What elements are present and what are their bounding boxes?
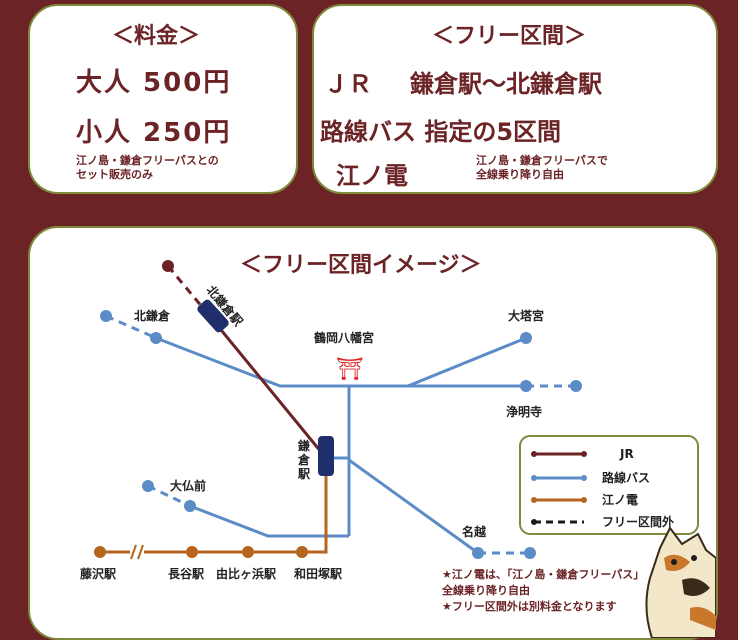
stop-jomyoji-outer — [570, 380, 582, 392]
route-map: ＜フリー区間イメージ＞ — [79, 253, 716, 638]
label-tsurugaoka: 鶴岡八幡宮 — [314, 330, 374, 345]
map-title: ＜フリー区間イメージ＞ — [240, 253, 482, 278]
free-bus: 路線バス 指定の5区間 — [320, 118, 562, 146]
stop-daibutsumae — [184, 500, 196, 512]
label-fujisawa: 藤沢駅 — [79, 566, 117, 581]
label-hase: 長谷駅 — [168, 566, 205, 581]
enoden-stations — [94, 546, 308, 558]
enoden-break — [130, 546, 144, 558]
free-section-panel: ＜フリー区間＞ ＪＲ 鎌倉駅～北鎌倉駅 路線バス 指定の5区間 江ノ電 江ノ島・… — [312, 4, 718, 194]
stop-nagoe-outer — [524, 547, 536, 559]
free-jr-label: ＪＲ — [324, 70, 372, 98]
legend-enoden-dot1 — [531, 497, 537, 503]
outside-line-kitakamakura — [105, 314, 157, 340]
free-enoden: 江ノ電 — [336, 162, 408, 190]
free-jr-range: 鎌倉駅～北鎌倉駅 — [410, 70, 602, 98]
fare-note-line1: 江ノ島・鎌倉フリーパスとの — [76, 154, 219, 167]
bus-stops — [100, 310, 582, 559]
jr-line — [206, 313, 328, 459]
kitakamakura-station-marker — [197, 299, 229, 333]
fare-title: ＜料金＞ — [112, 24, 201, 49]
map-note-line3: ★フリー区間外は別料金となります — [442, 599, 617, 613]
fare-adult: 大人 500円 — [76, 68, 232, 98]
fare-panel: ＜料金＞ 大人 500円 小人 250円 江ノ島・鎌倉フリーパスとの セット販売… — [28, 4, 298, 194]
legend-bus-dot1 — [531, 475, 537, 481]
jr-terminal — [162, 260, 174, 272]
jr-line-outside — [166, 265, 210, 315]
legend-enoden-label: 江ノ電 — [602, 492, 638, 507]
stop-jomyoji — [520, 380, 532, 392]
label-yuigahama: 由比ヶ浜駅 — [216, 566, 277, 581]
fare-note-line2: セット販売のみ — [76, 168, 153, 181]
station-wadazuka — [296, 546, 308, 558]
station-yuigahama — [242, 546, 254, 558]
label-jomyoji: 浄明寺 — [506, 404, 542, 419]
legend-jr-dot1 — [531, 451, 537, 457]
enoden-break-mark2 — [137, 544, 144, 560]
legend-bus-dot2 — [581, 475, 587, 481]
label-kitakamakura: 北鎌倉 — [134, 308, 171, 323]
map-note-line2: 全線乗り降り自由 — [441, 583, 530, 597]
enoden-break-mark1 — [130, 544, 137, 560]
stop-daibutsu-outer — [142, 480, 154, 492]
legend-outside-label: フリー区間外 — [602, 514, 674, 529]
stop-kitakamakura — [150, 332, 162, 344]
bus-line-daitonomiya — [407, 336, 527, 388]
enoden-line — [100, 468, 328, 554]
free-section-title: ＜フリー区間＞ — [432, 24, 587, 49]
label-daitonomiya: 大塔宮 — [508, 308, 544, 323]
label-kamakura-station: 鎌倉駅 — [297, 438, 311, 481]
mascot-cat-icon — [645, 526, 716, 638]
bus-lines — [155, 336, 527, 555]
free-enoden-note-line1: 江ノ島・鎌倉フリーパスで — [476, 154, 608, 167]
label-wadazuka: 和田塚駅 — [293, 566, 343, 581]
bus-line-nagoe — [348, 458, 479, 555]
fare-child: 小人 250円 — [76, 118, 232, 148]
kamakura-station-marker — [318, 436, 334, 476]
outside-line-daibutsu — [147, 484, 191, 508]
legend-jr-label: JR — [619, 447, 634, 461]
stop-kitakamakura-outer — [100, 310, 112, 322]
map-note-line1: ★江ノ電は、「江ノ島・鎌倉フリーパス」 — [442, 567, 644, 581]
legend-enoden-dot2 — [581, 497, 587, 503]
map-panel: ＜フリー区間イメージ＞ — [28, 226, 718, 640]
legend-bus-label: 路線バス — [602, 470, 650, 485]
label-daibutsumae: 大仏前 — [170, 478, 206, 493]
legend-box — [519, 435, 699, 535]
stop-daitonomiya — [520, 332, 532, 344]
bus-line-daibutsu — [189, 504, 349, 538]
free-enoden-note-line2: 全線乗り降り自由 — [476, 168, 564, 181]
label-nagoe: 名越 — [462, 524, 487, 539]
torii-icon: ⛩ — [336, 357, 364, 382]
legend: JR 路線バス 江ノ電 フリー区間外 — [519, 435, 699, 535]
legend-outside-dot — [531, 519, 537, 525]
stop-nagoe — [472, 547, 484, 559]
station-fujisawa — [94, 546, 106, 558]
legend-jr-dot2 — [581, 451, 587, 457]
outside-lines — [105, 314, 576, 555]
station-hase — [186, 546, 198, 558]
